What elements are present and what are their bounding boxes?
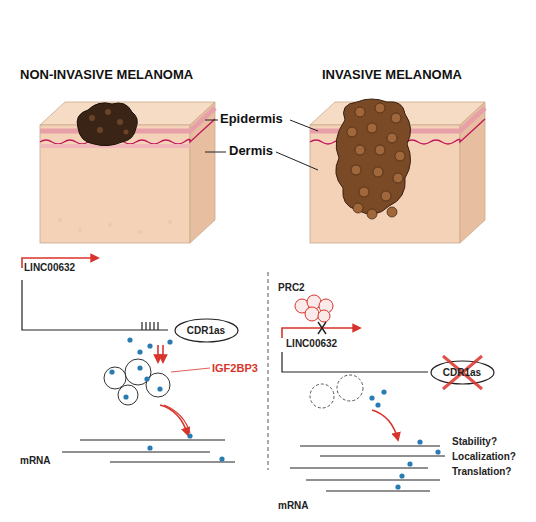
gene-label: LINC00632: [286, 338, 337, 349]
question-label: Localization?: [452, 451, 516, 462]
skin-block-right: [310, 99, 485, 243]
protein-label: IGF2BP3: [212, 362, 258, 374]
rna-name: CDR1as: [430, 367, 495, 378]
complex-label: PRC2: [278, 282, 305, 293]
panel-heading: NON-INVASIVE MELANOMA: [20, 68, 193, 82]
leader-lines: [205, 120, 318, 170]
rna-label: mRNA: [20, 455, 51, 466]
question-label: Translation?: [452, 466, 511, 477]
rna-ellipse: CDR1as: [430, 360, 495, 385]
skin-block-left: [40, 102, 215, 243]
panel-heading: INVASIVE MELANOMA: [322, 68, 462, 82]
rna-ellipse: CDR1as: [174, 318, 239, 343]
left-molecular: [22, 258, 235, 462]
divider: [268, 272, 269, 470]
right-molecular: [282, 295, 445, 491]
rna-label: mRNA: [278, 500, 309, 511]
gene-label: LINC00632: [24, 262, 75, 273]
layer-label: Epidermis: [220, 112, 283, 126]
layer-label: Dermis: [229, 144, 273, 158]
rna-name: CDR1as: [174, 325, 239, 336]
question-label: Stability?: [452, 436, 497, 447]
